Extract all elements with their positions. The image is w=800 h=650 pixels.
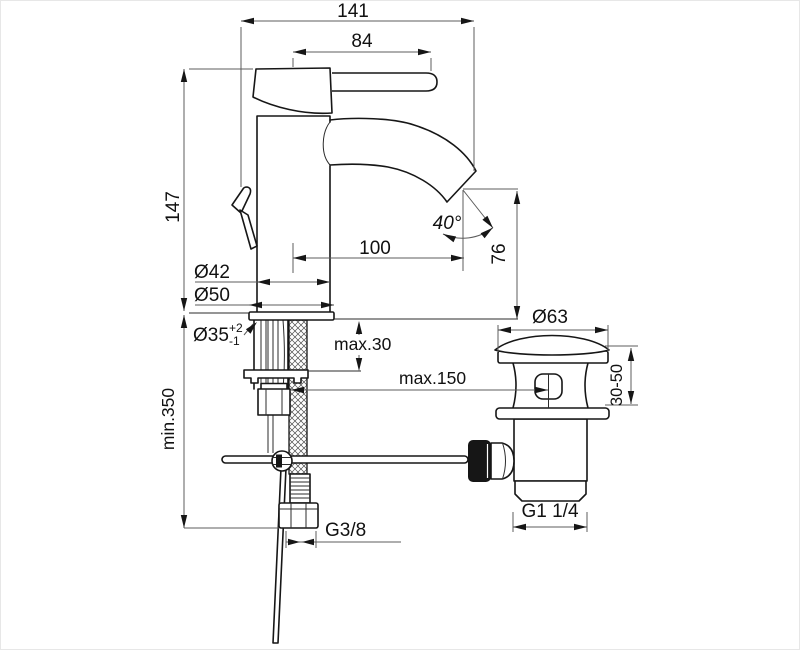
dim-147-height: 147: [163, 68, 253, 311]
dim-max150-waste-distance: max.150: [291, 368, 548, 394]
dim-d35-tol-plus: +2: [229, 321, 243, 335]
pop-up-waste: [468, 334, 610, 502]
ball-joint: [468, 440, 491, 482]
mounting-nut: [257, 388, 291, 416]
hose-nut-g38: [278, 502, 319, 529]
faucet-spout: [329, 117, 477, 203]
dim-g114-label: G1 1/4: [521, 501, 578, 522]
dim-141-label: 141: [337, 1, 369, 22]
dim-g38-label: G3/8: [325, 520, 366, 541]
waste-body: [512, 362, 589, 409]
linkage-rod: [221, 455, 469, 464]
dim-141-overall-depth: 141: [240, 1, 475, 187]
waste-lower-flange: [495, 407, 610, 420]
rod-connector: [490, 442, 515, 480]
waste-cap: [494, 334, 610, 356]
dim-d50-base-diameter: Ø50: [194, 285, 334, 309]
dim-40deg-spout-angle: 40°: [433, 188, 518, 271]
base-plate: [248, 311, 335, 321]
deck-lines: [189, 312, 518, 372]
dim-d50-label: Ø50: [194, 285, 230, 306]
dim-76-label: 76: [489, 243, 510, 264]
supply-hose: [288, 319, 311, 504]
dim-76-spout-height: 76: [489, 191, 521, 319]
waste-thread-g114: [514, 480, 587, 502]
dim-d35-label: Ø35: [193, 325, 229, 346]
faucet-body: [256, 115, 331, 313]
dim-max30-label: max.30: [334, 334, 392, 354]
dim-g38-supply-thread: G3/8: [285, 520, 401, 548]
dim-d35-hole-diameter: Ø35 +2 -1: [193, 321, 257, 348]
dim-max150-label: max.150: [399, 368, 466, 388]
faucet: [231, 67, 477, 313]
pivot-clamp: [271, 450, 293, 472]
dim-d63-label: Ø63: [532, 307, 568, 328]
dim-100-spout-reach: 100: [292, 238, 464, 273]
dim-d42-label: Ø42: [194, 262, 230, 283]
dim-max30-deck-thickness: max.30: [334, 321, 392, 371]
dim-d42-body-diameter: Ø42: [194, 262, 330, 286]
dim-40deg-label: 40°: [433, 213, 462, 234]
dim-84-label: 84: [351, 31, 373, 52]
dim-84-lever-length: 84: [292, 31, 432, 71]
mounting-bracket: [243, 369, 309, 384]
mounting: [221, 311, 469, 644]
dim-147-label: 147: [163, 191, 184, 223]
faucet-handle: [252, 67, 438, 115]
dim-g114-waste-thread: G1 1/4: [512, 501, 588, 532]
dim-3050-clamp-range: 30-50: [605, 345, 638, 406]
pop-up-rod-lower: [272, 467, 287, 644]
dim-d35-tol-minus: -1: [229, 334, 240, 348]
dim-100-label: 100: [359, 238, 391, 259]
waste-lever-hole: [534, 373, 563, 408]
supply-pipes: [260, 319, 285, 389]
dim-d63-flange-diameter: Ø63: [497, 307, 609, 352]
dim-min350-hose-length: min.350: [158, 315, 279, 529]
dim-3050-label: 30-50: [608, 364, 626, 406]
waste-tailpipe: [513, 418, 588, 482]
lever-alt-position: [231, 186, 258, 250]
dim-min350-label: min.350: [158, 388, 178, 451]
